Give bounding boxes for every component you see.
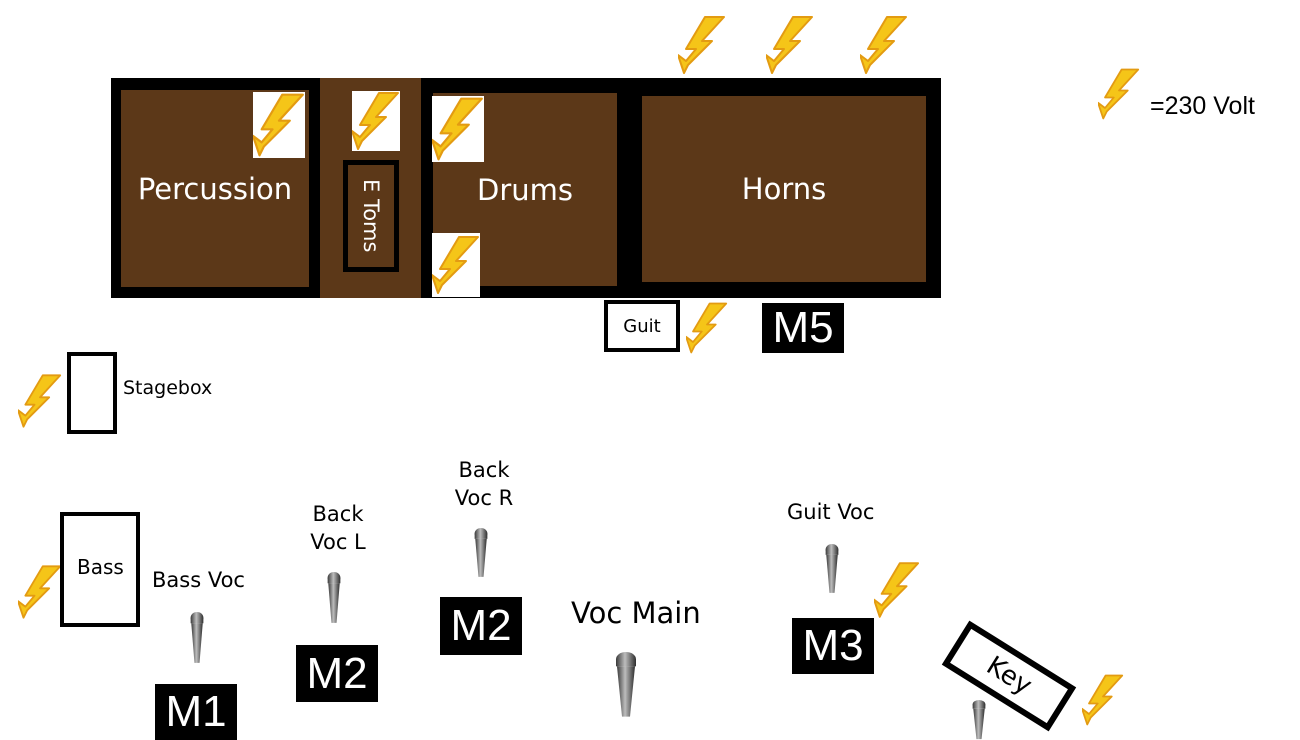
etoms-box: E Toms [343,160,399,272]
power-bolt-icon [686,300,728,356]
power-bolt-icon [1082,672,1124,728]
stagebox [67,352,117,434]
monitor-m3: M3 [792,618,874,674]
bass-amp [60,512,140,627]
guit-voc-label: Guit Voc [787,500,875,524]
monitor-m1: M1 [155,684,237,740]
guit-label: Guit [623,315,661,337]
monitor-m2-right-label: M2 [450,601,512,650]
voc-main-label: Voc Main [571,596,701,630]
microphone-icon [615,652,637,718]
microphone-icon [190,612,204,664]
bass-label: Bass [77,555,124,579]
lightning-bolt-icon [1098,66,1140,122]
microphone-icon [972,700,986,740]
horns-riser: Horns [642,96,926,282]
monitor-m1-label: M1 [165,687,227,736]
power-bolt-icon [678,14,726,76]
monitor-m2-right: M2 [440,597,522,655]
monitor-m5: M5 [762,303,844,353]
etoms-label: E Toms [359,179,383,253]
microphone-icon [825,544,839,594]
drums-label: Drums [477,172,573,207]
bass-voc-label: Bass Voc [152,568,245,592]
key-label: Key [981,650,1037,702]
microphone-icon [327,572,341,624]
guitar-amp: Guit [604,300,680,352]
monitor-m2-left-label: M2 [306,648,368,698]
legend-label: =230 Volt [1150,92,1255,120]
back-voc-l-label: Back Voc L [310,502,366,555]
microphone-icon [474,528,488,578]
percussion-label: Percussion [137,171,293,206]
stagebox-label: Stagebox [123,377,213,399]
horns-label: Horns [741,172,827,206]
back-voc-r-label: Back Voc R [454,458,514,511]
power-bolt-icon [18,560,62,624]
power-bolt-icon [766,14,814,76]
monitor-m5-label: M5 [772,303,834,352]
power-bolt-icon [18,370,62,432]
power-bolt-icon [253,92,305,158]
monitor-m2-left: M2 [296,645,378,702]
power-bolt-icon [432,233,480,297]
keyboard: Key [941,620,1077,732]
monitor-m3-label: M3 [802,621,864,670]
power-bolt-icon [860,14,908,76]
power-bolt-icon [432,96,484,162]
power-bolt-icon [874,560,920,620]
power-bolt-icon [352,91,400,151]
